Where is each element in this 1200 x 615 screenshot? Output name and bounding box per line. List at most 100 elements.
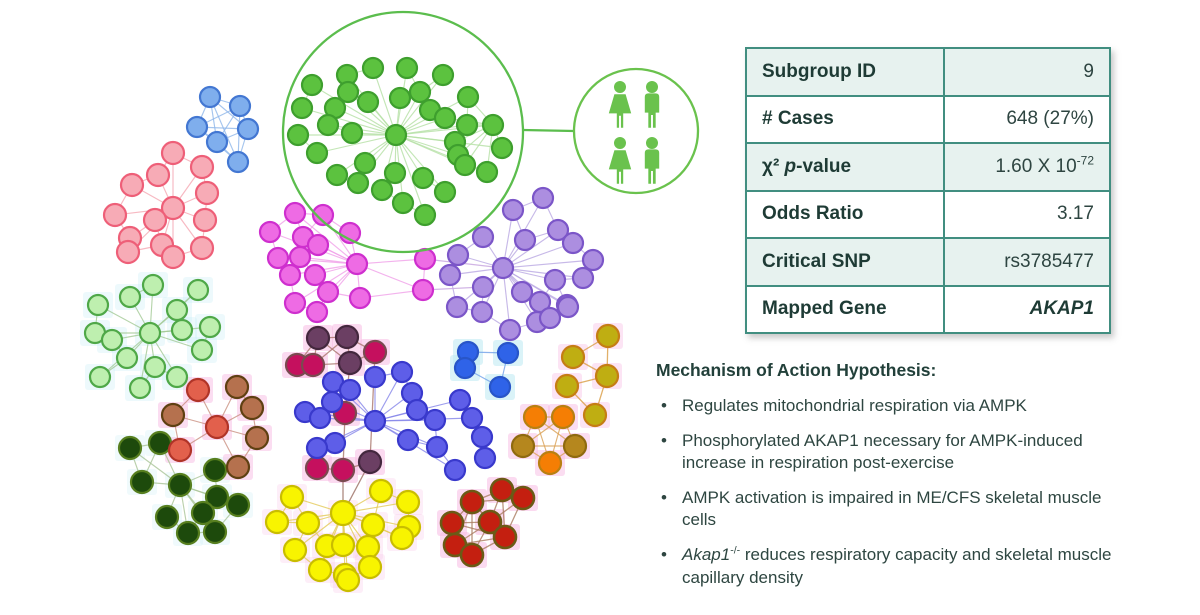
network-node: [303, 263, 327, 287]
network-node: [391, 191, 415, 215]
network-node: [389, 525, 415, 551]
network-node: [492, 524, 518, 550]
label-text: Critical SNP: [762, 250, 871, 272]
label-text: Mapped Gene: [762, 298, 887, 320]
network-edge: [334, 107, 397, 136]
network-node: [431, 63, 455, 87]
network-node: [147, 430, 173, 456]
network-node: [453, 153, 477, 177]
network-node: [138, 321, 162, 345]
network-edge: [372, 67, 397, 136]
network-node: [357, 449, 383, 475]
network-node: [304, 455, 330, 481]
row-label: Critical SNP: [744, 237, 946, 287]
network-node: [167, 437, 193, 463]
network-node: [470, 425, 494, 449]
network-node: [475, 160, 499, 184]
network-node: [395, 489, 421, 515]
network-node: [204, 484, 230, 510]
network-edge: [356, 258, 426, 265]
network-node: [165, 365, 189, 389]
value-text: 9: [1083, 60, 1094, 82]
network-node: [340, 121, 364, 145]
network-node: [307, 557, 333, 583]
network-node: [388, 86, 412, 110]
label-text: Odds Ratio: [762, 203, 864, 225]
network-node: [353, 151, 377, 175]
network-node: [143, 355, 167, 379]
gene-name: AKAP1: [1029, 298, 1094, 320]
row-label: Mapped Gene: [744, 284, 946, 334]
network-node: [330, 532, 356, 558]
row-label: # Cases: [744, 94, 946, 144]
network-node: [198, 315, 222, 339]
label-italic: p: [784, 155, 797, 177]
node-layer: [83, 56, 621, 593]
network-node: [560, 344, 586, 370]
network-node: [510, 485, 536, 511]
network-node: [448, 388, 472, 412]
label-text: Subgroup ID: [762, 60, 876, 82]
label-text: χ²: [762, 155, 785, 177]
network-node: [308, 406, 332, 430]
network-node: [283, 291, 307, 315]
network-node: [290, 96, 314, 120]
network-node: [306, 233, 330, 257]
network-node: [102, 202, 128, 228]
network-node: [305, 436, 329, 460]
network-node: [300, 352, 326, 378]
bullet-text: Phosphorylated AKAP1 necessary for AMPK-…: [682, 431, 1083, 473]
network-node: [346, 171, 370, 195]
gene-name: Akap1: [682, 545, 731, 565]
network-node: [411, 278, 435, 302]
network-node: [510, 280, 534, 304]
network-node: [396, 428, 420, 452]
network-node: [405, 398, 429, 422]
callout-connector-line: [522, 128, 575, 133]
network-node: [550, 404, 576, 430]
network-node: [288, 245, 312, 269]
network-node: [510, 433, 536, 459]
network-node: [362, 339, 388, 365]
network-node: [562, 433, 588, 459]
network-node: [543, 268, 567, 292]
label-text: -value: [796, 155, 852, 177]
network-node: [141, 273, 165, 297]
network-node: [244, 425, 270, 451]
network-node: [423, 408, 447, 432]
network-node: [411, 166, 435, 190]
network-node: [202, 519, 228, 545]
network-node: [323, 431, 347, 455]
network-node: [383, 161, 407, 185]
network-edge: [311, 84, 397, 136]
network-node: [581, 248, 605, 272]
network-edge: [395, 134, 446, 193]
knockout-superscript: -/-: [730, 544, 741, 557]
network-node: [481, 113, 505, 137]
network-edge: [374, 417, 473, 422]
network-node: [145, 162, 171, 188]
network-node: [395, 56, 419, 80]
network-node: [128, 376, 152, 400]
network-node: [305, 300, 329, 324]
table-row-subgroup-id: Subgroup ID 9: [744, 47, 1111, 97]
network-node: [595, 323, 621, 349]
value-text: 1.60 X 10: [995, 155, 1077, 177]
network-node: [129, 469, 155, 495]
network-node: [316, 113, 340, 137]
network-node: [334, 324, 360, 350]
network-node: [154, 504, 180, 530]
network-node: [115, 239, 141, 265]
network-node: [160, 402, 186, 428]
row-label: χ² p-value: [744, 142, 946, 192]
network-edge: [502, 259, 594, 269]
network-node: [279, 484, 305, 510]
network-node: [477, 509, 503, 535]
network-node: [513, 228, 537, 252]
network-edge: [316, 134, 397, 154]
network-node: [561, 231, 585, 255]
network-node: [537, 450, 563, 476]
mechanism-title: Mechanism of Action Hypothesis:: [656, 360, 937, 380]
network-node: [283, 201, 307, 225]
